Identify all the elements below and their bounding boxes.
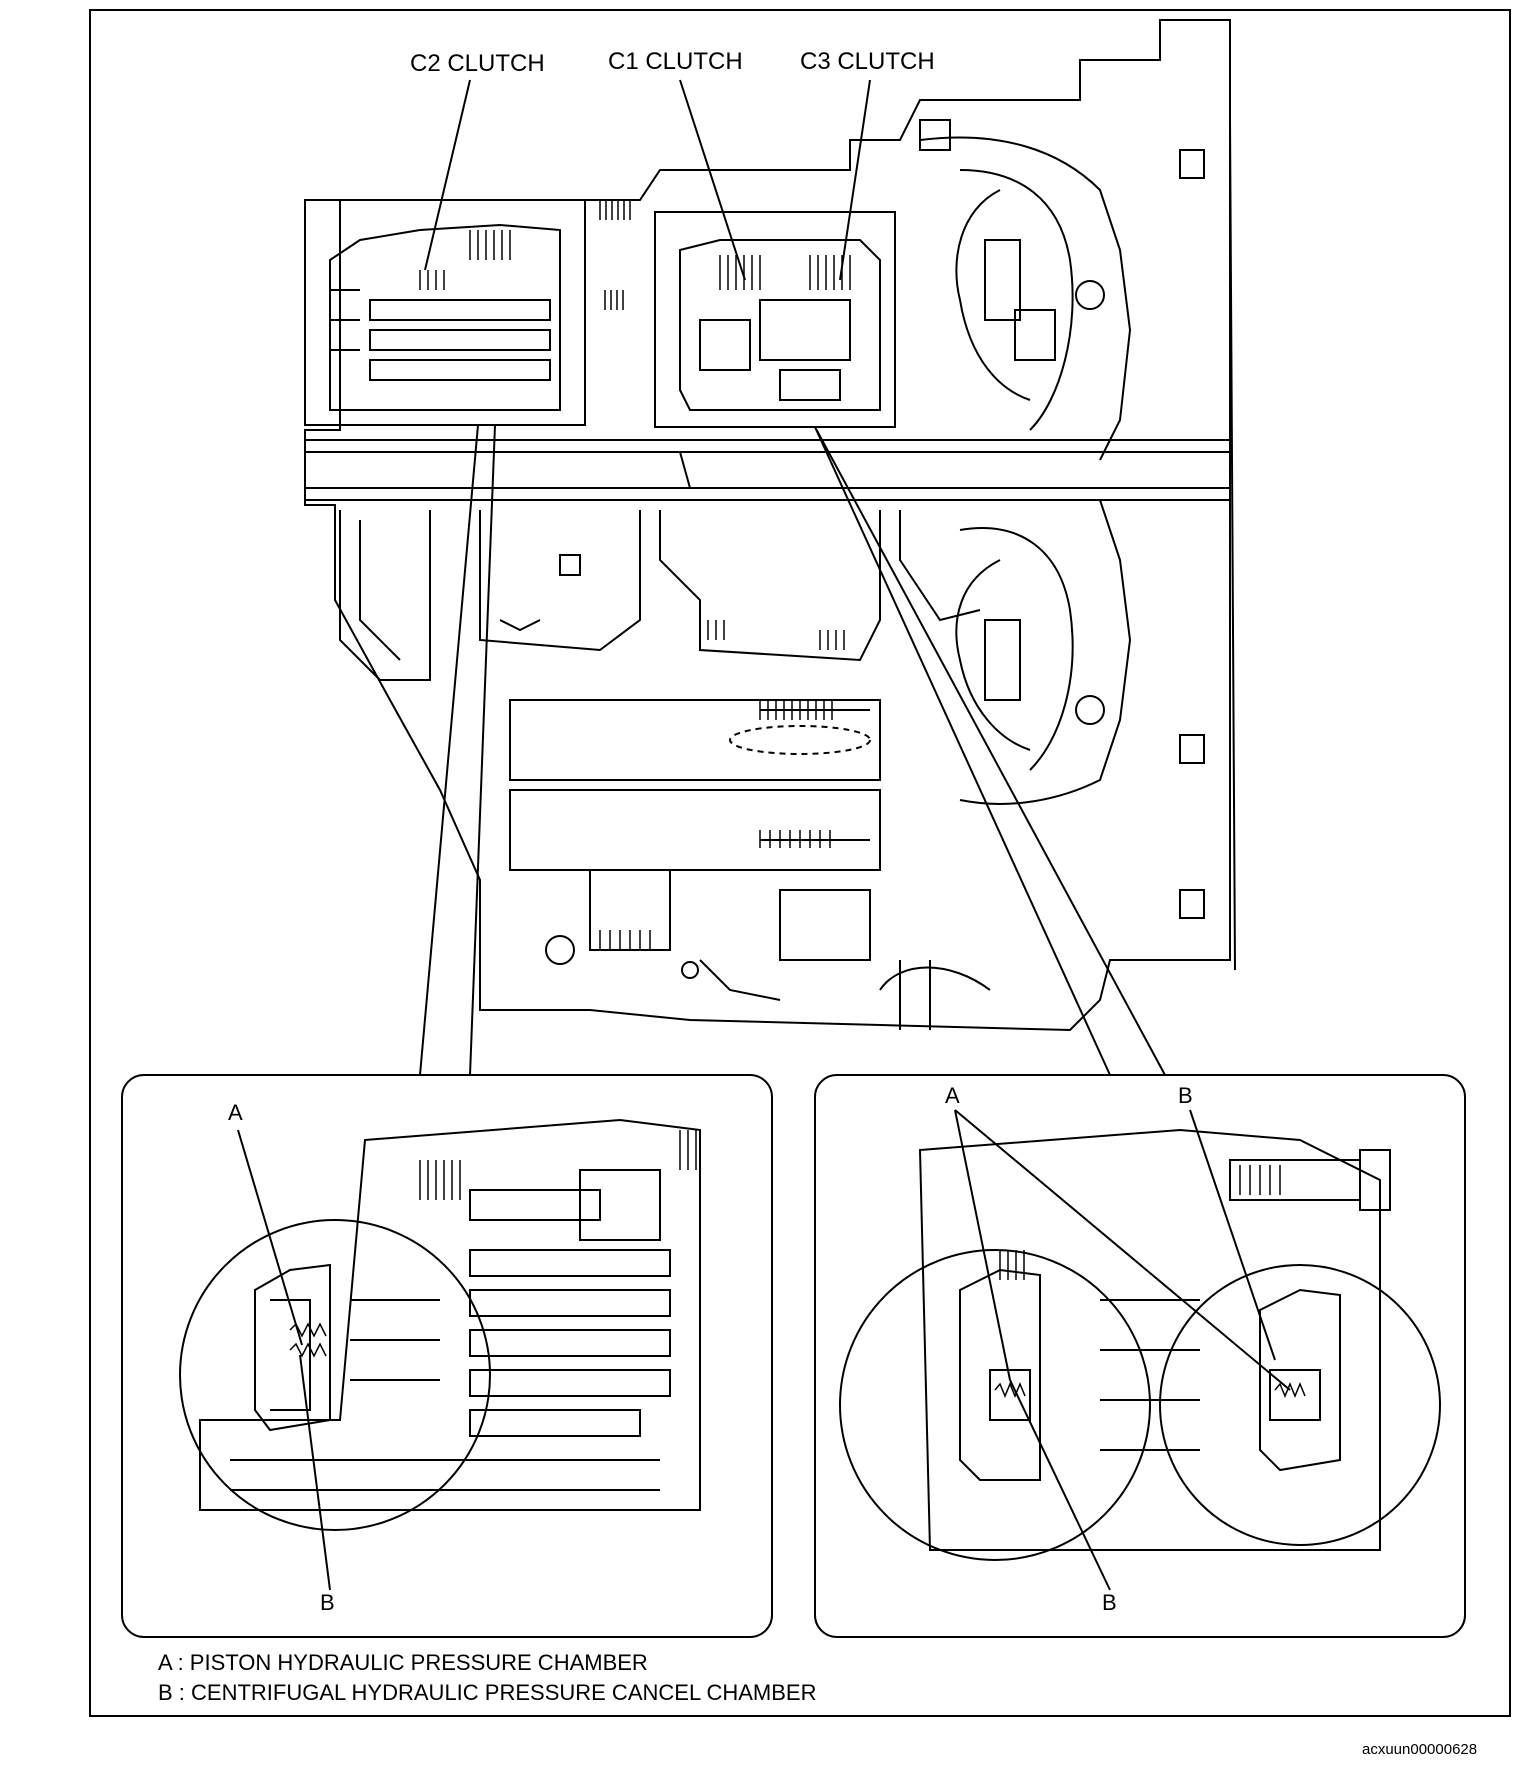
left-inset-callout-a: A [228,1100,243,1125]
right-b-leader-1 [1190,1110,1275,1360]
c1-clutch-label: C1 CLUTCH [608,48,743,75]
c3-clutch-label: C3 CLUTCH [800,48,935,75]
clutch-plate-stripes [600,200,844,950]
right-inset-projection-1 [815,427,1110,1075]
legend-a: A : PISTON HYDRAULIC PRESSURE CHAMBER [158,1650,648,1675]
c1-leader [680,80,745,280]
c2-clutch-label: C2 CLUTCH [410,50,545,77]
right-inset [815,1075,1465,1637]
transaxle-housing [305,20,1235,1030]
c2-leader [425,80,470,270]
document-id: acxuun00000628 [1362,1741,1478,1758]
c3-leader [840,80,870,280]
right-inset-callout-b-bottom: B [1102,1590,1117,1615]
left-inset-projection-1 [420,425,478,1075]
right-inset-callout-b-top: B [1178,1083,1193,1108]
left-inset [122,1075,772,1637]
left-b-leader [300,1355,330,1590]
outer-frame [90,10,1510,1716]
right-inset-callout-a: A [945,1083,960,1108]
right-b-leader-2 [1010,1380,1110,1590]
right-a-leader-2 [955,1110,1290,1390]
c1-c3-detail-box [655,212,895,427]
right-inset-projection-2 [815,427,1165,1075]
c2-detail-box [305,200,585,425]
left-inset-callout-b: B [320,1590,335,1615]
legend-b: B : CENTRIFUGAL HYDRAULIC PRESSURE CANCE… [158,1680,817,1705]
right-a-leader-1 [955,1110,1010,1380]
left-a-leader [238,1130,302,1345]
left-inset-projection-2 [470,425,495,1075]
